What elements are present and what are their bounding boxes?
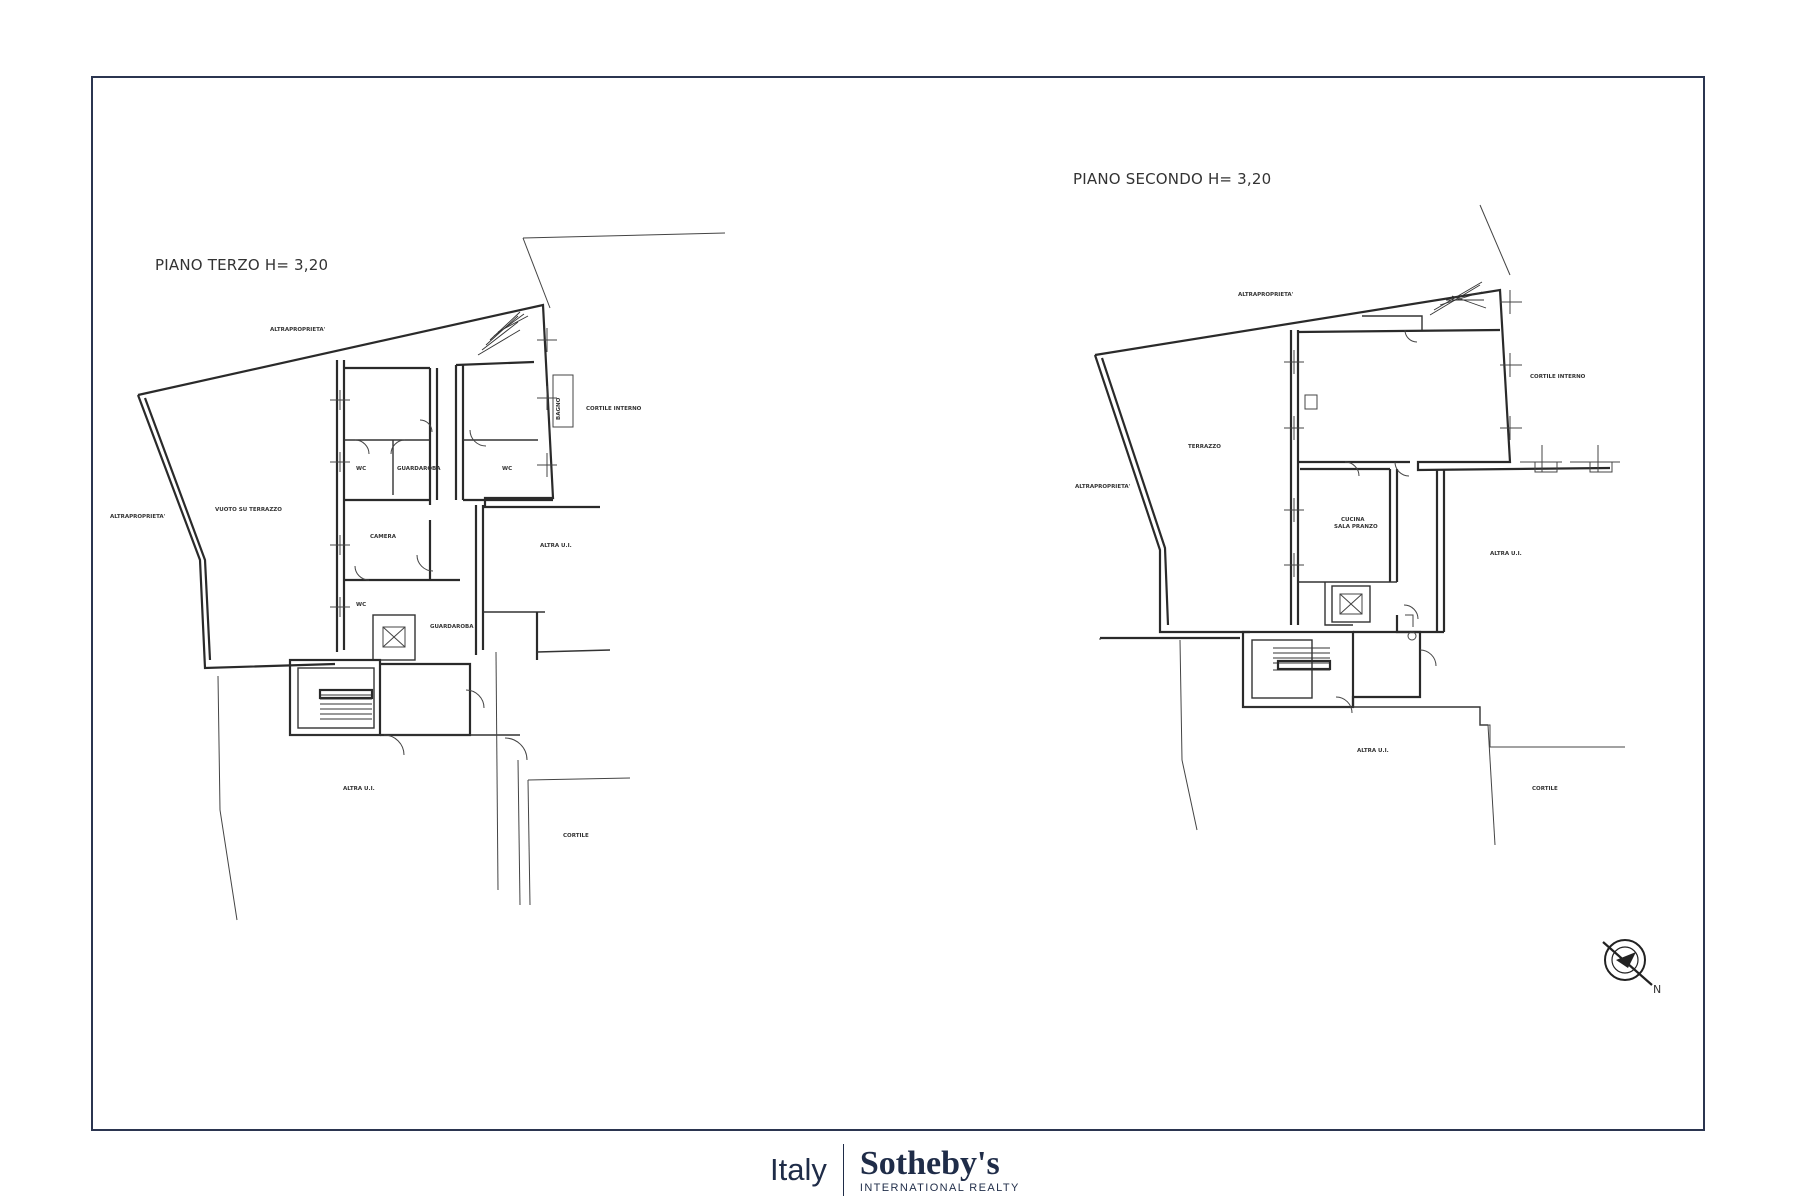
label-other-unit-right-2: ALTRA U.I. bbox=[1490, 551, 1522, 557]
room-label-wc-1: WC bbox=[356, 466, 366, 472]
room-label-terrace-void: VUOTO SU TERRAZZO bbox=[215, 507, 282, 513]
room-label-kitchen: CUCINA bbox=[1341, 517, 1365, 523]
label-other-property-top-2: ALTRAPROPRIETA' bbox=[1238, 292, 1294, 298]
room-label-bath: BAGNO bbox=[556, 397, 562, 420]
room-label-dining-room: SALA PRANZO bbox=[1334, 524, 1378, 530]
label-other-property-left-2: ALTRAPROPRIETA' bbox=[1075, 484, 1131, 490]
label-courtyard-2: CORTILE bbox=[1532, 786, 1558, 792]
label-inner-courtyard-2: CORTILE INTERNO bbox=[1530, 374, 1586, 380]
label-inner-courtyard: CORTILE INTERNO bbox=[586, 406, 642, 412]
north-label: N bbox=[1653, 983, 1661, 996]
label-other-property-top: ALTRAPROPRIETA' bbox=[270, 327, 326, 333]
brand-logo: Sotheby's INTERNATIONAL REALTY bbox=[844, 1145, 1020, 1195]
room-label-wc-3: WC bbox=[356, 602, 366, 608]
brand-name: Sotheby's bbox=[859, 1145, 1000, 1182]
room-label-wc-2: WC bbox=[502, 466, 512, 472]
plan-second-floor: PIANO SECONDO H= 3,20 bbox=[1073, 170, 1625, 846]
plan-title-third-floor: PIANO TERZO H= 3,20 bbox=[155, 256, 328, 274]
label-other-unit-bottom-2: ALTRA U.I. bbox=[1357, 748, 1389, 754]
brand-divider bbox=[842, 1144, 844, 1196]
room-label-terrace: TERRAZZO bbox=[1188, 444, 1221, 450]
label-other-property-left: ALTRAPROPRIETA' bbox=[110, 514, 166, 520]
brand-tagline: INTERNATIONAL REALTY bbox=[859, 1182, 1020, 1194]
plan-title-second-floor: PIANO SECONDO H= 3,20 bbox=[1073, 170, 1271, 188]
label-courtyard: CORTILE bbox=[563, 833, 589, 839]
plan-third-floor: PIANO TERZO H= 3,20 bbox=[110, 232, 726, 921]
label-other-unit-bottom: ALTRA U.I. bbox=[343, 786, 375, 792]
brand-region: Italy bbox=[770, 1152, 827, 1187]
room-label-closet-1: GUARDAROBA bbox=[397, 466, 441, 472]
outer-wall-third-floor bbox=[137, 303, 600, 509]
room-label-closet-2: GUARDAROBA bbox=[430, 624, 474, 630]
north-arrow-icon: N bbox=[1602, 939, 1661, 996]
room-label-bedroom: CAMERA bbox=[370, 534, 397, 540]
drawing-frame bbox=[91, 76, 1705, 1131]
outer-wall-second-floor bbox=[1094, 288, 1611, 472]
label-other-unit-right: ALTRA U.I. bbox=[540, 543, 572, 549]
footer-brand: Italy Sotheby's INTERNATIONAL REALTY bbox=[770, 1142, 1020, 1198]
